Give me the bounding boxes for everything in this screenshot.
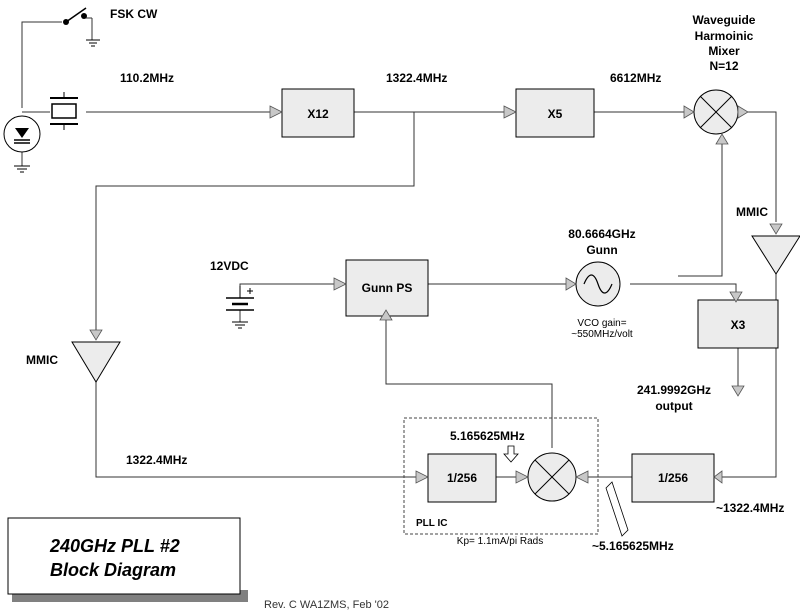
- arrow-into-gunn: [565, 277, 577, 291]
- x5-block: [515, 88, 595, 138]
- label-mixer-3: Mixer: [708, 44, 740, 58]
- wire-gunn-to-mixer: [678, 142, 723, 277]
- divider-left-label: 1/256: [447, 471, 477, 485]
- x3-label: X3: [731, 318, 746, 332]
- gunn-ps-label: Gunn PS: [362, 281, 413, 295]
- wire-fsk: [21, 21, 62, 108]
- label-kp: Kp= 1.1mA/pi Rads: [457, 536, 543, 547]
- label-mmic-left: MMIC: [26, 353, 58, 367]
- label-mixer-2: Harmoinic: [695, 29, 754, 43]
- gunn-oscillator-icon: [575, 261, 621, 307]
- revision-text: Rev. C WA1ZMS, Feb '02: [264, 599, 389, 611]
- label-6612mhz: 6612MHz: [610, 71, 661, 85]
- title-line-1: 240GHz PLL #2: [49, 536, 180, 556]
- label-1322mhz-top: 1322.4MHz: [386, 71, 447, 85]
- label-mixer-4: N=12: [709, 59, 738, 73]
- varactor-diode-icon: [3, 115, 41, 173]
- arrow-into-gunnps-bottom: [379, 309, 393, 321]
- label-vco-gain-1: VCO gain=: [577, 318, 626, 329]
- arrow-into-gunnps: [333, 277, 347, 291]
- fsk-switch: [63, 7, 100, 47]
- arrow-into-x12: [269, 105, 283, 119]
- arrow-small-down: [503, 445, 519, 463]
- x12-label: X12: [307, 107, 329, 121]
- harmonic-mixer-icon: [693, 89, 739, 135]
- wire-tap-left: [95, 112, 415, 330]
- arrow-into-pd-right: [575, 470, 589, 484]
- label-5165625: 5.165625MHz: [450, 429, 525, 443]
- label-output-freq: 241.9992GHz: [637, 383, 711, 397]
- label-gunn-freq: 80.6664GHz: [568, 227, 635, 241]
- x12-block: [281, 88, 355, 138]
- title-box: [7, 517, 248, 602]
- label-1322mhz-right: ~1322.4MHz: [716, 501, 784, 515]
- x5-label: X5: [548, 107, 563, 121]
- wire-mixer-to-mmic: [744, 111, 777, 222]
- arrow-hollow-diagonal: [605, 481, 629, 537]
- gunn-ps-block: [345, 259, 429, 317]
- wires: [21, 17, 777, 478]
- label-gunn: Gunn: [586, 243, 617, 257]
- arrow-into-div-right: [713, 470, 723, 484]
- wire-battery: [239, 283, 334, 286]
- pll-ic-enclosure: [403, 417, 599, 535]
- label-110mhz: 110.2MHz: [120, 71, 174, 85]
- divider-right-label: 1/256: [658, 471, 688, 485]
- mmic-right-icon: [751, 235, 800, 275]
- arrow-mixer-out: [737, 105, 749, 119]
- mmic-left-icon: [71, 341, 121, 383]
- battery-icon: [226, 286, 254, 329]
- arrow-into-x3: [729, 291, 743, 303]
- arrow-x3-out: [731, 385, 745, 397]
- wire-gunn-to-x3: [630, 283, 737, 296]
- wire-mmic-left-to-div: [95, 382, 416, 478]
- divider-right-block: [631, 453, 715, 503]
- arrow-into-mixer-left: [683, 105, 695, 119]
- label-output: output: [655, 399, 692, 413]
- label-mmic-right: MMIC: [736, 205, 768, 219]
- arrow-into-div-left: [415, 470, 429, 484]
- arrow-into-x5: [503, 105, 517, 119]
- label-5165625-approx: ~5.165625MHz: [592, 539, 674, 553]
- title-line-2: Block Diagram: [50, 560, 176, 580]
- crystal-icon: [50, 92, 78, 130]
- label-vco-gain-2: ~550MHz/volt: [571, 329, 633, 340]
- arrow-into-pd-left: [515, 470, 529, 484]
- phase-detector-icon: [527, 452, 577, 502]
- label-mixer-1: Waveguide: [693, 13, 756, 27]
- wire-pd-to-gunnps: [385, 316, 553, 448]
- label-12vdc: 12VDC: [210, 259, 249, 273]
- label-1322mhz-left: 1322.4MHz: [126, 453, 187, 467]
- label-pll-ic: PLL IC: [416, 518, 447, 529]
- arrow-into-mixer-bottom: [715, 133, 729, 145]
- divider-left-block: [427, 453, 497, 503]
- x3-block: [697, 299, 779, 349]
- label-fsk-cw: FSK CW: [110, 7, 158, 21]
